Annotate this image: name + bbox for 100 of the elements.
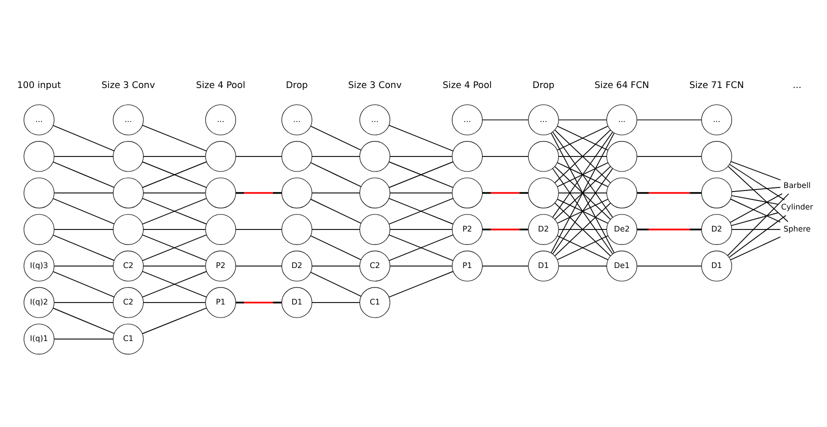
connector — [731, 229, 781, 230]
label: Size 4 Pool — [442, 80, 492, 91]
node-circle — [282, 178, 312, 208]
connector — [552, 168, 613, 254]
connector — [54, 338, 114, 340]
connector — [558, 229, 608, 230]
connector — [731, 186, 781, 192]
connector — [729, 164, 785, 200]
connector — [637, 192, 702, 194]
connector — [52, 125, 115, 152]
connector — [235, 229, 282, 230]
connector — [731, 195, 778, 205]
connector — [390, 192, 452, 194]
connector — [730, 212, 778, 226]
node-circle — [24, 214, 54, 245]
connector — [558, 156, 608, 157]
connector — [236, 302, 282, 304]
connector — [728, 215, 786, 258]
node-circle — [24, 141, 54, 172]
connector — [558, 119, 608, 120]
connector — [388, 234, 454, 262]
connector — [54, 192, 114, 194]
connector — [390, 156, 452, 157]
connector — [310, 126, 362, 151]
connector — [730, 236, 781, 260]
connector — [52, 308, 115, 334]
connector — [142, 192, 206, 194]
connector — [52, 234, 115, 261]
connector — [142, 124, 207, 152]
label: Drop — [532, 80, 554, 91]
connector — [388, 271, 454, 298]
connector — [730, 198, 781, 222]
connector — [727, 193, 790, 256]
node-circle — [606, 141, 638, 172]
connector — [54, 302, 114, 303]
connector — [390, 229, 452, 230]
connector — [312, 229, 360, 230]
label: ... — [792, 80, 802, 91]
connector — [482, 228, 528, 230]
node-circle — [606, 178, 638, 208]
connector — [558, 192, 608, 194]
connector — [312, 192, 360, 194]
connector — [310, 272, 362, 297]
connector — [52, 198, 115, 224]
connector — [730, 193, 783, 223]
connector — [54, 229, 114, 230]
connector — [636, 156, 702, 157]
connector — [557, 198, 608, 224]
connector — [54, 156, 114, 157]
node-circle — [282, 214, 312, 245]
connector — [52, 162, 115, 188]
connector — [552, 132, 613, 218]
connector — [637, 228, 702, 230]
node-circle — [205, 141, 236, 172]
label: Size 4 Pool — [196, 80, 246, 91]
connector — [142, 161, 207, 188]
connector — [236, 192, 282, 194]
connector — [142, 234, 207, 262]
node-circle — [282, 141, 312, 172]
connector — [310, 162, 362, 188]
node-circle — [205, 178, 236, 208]
connector — [728, 166, 788, 222]
label: Size 3 Conv — [102, 80, 155, 91]
node-circle — [359, 178, 390, 208]
label: Size 3 Conv — [348, 80, 402, 91]
node-circle — [452, 178, 483, 208]
node-circle — [701, 178, 732, 208]
node-circle — [359, 214, 390, 245]
connector — [554, 202, 611, 256]
connector — [388, 124, 454, 152]
connector — [482, 192, 528, 194]
connector — [557, 235, 608, 260]
label: Drop — [286, 80, 308, 91]
node-circle — [452, 141, 483, 172]
label: Size 64 FCN — [594, 80, 650, 91]
connector — [482, 156, 529, 157]
node-circle — [24, 178, 54, 208]
connector — [730, 161, 781, 180]
connector — [482, 119, 529, 120]
connector — [52, 271, 115, 298]
node-circle — [205, 214, 236, 245]
connector — [142, 156, 206, 157]
connector — [310, 198, 362, 224]
connector — [550, 132, 615, 254]
node-circle — [528, 141, 559, 172]
connector — [312, 156, 360, 157]
label: Size 71 FCN — [689, 80, 744, 91]
connector — [554, 166, 611, 220]
connector — [312, 302, 360, 303]
connector — [388, 161, 454, 188]
connector — [142, 302, 206, 303]
node-circle — [528, 178, 559, 208]
connector — [636, 119, 702, 120]
connector — [310, 235, 362, 260]
connector — [554, 130, 611, 184]
node-circle — [701, 141, 732, 172]
connector — [142, 229, 206, 230]
label: 100 input — [17, 80, 61, 91]
node-circle — [359, 141, 390, 172]
connector — [142, 308, 207, 334]
